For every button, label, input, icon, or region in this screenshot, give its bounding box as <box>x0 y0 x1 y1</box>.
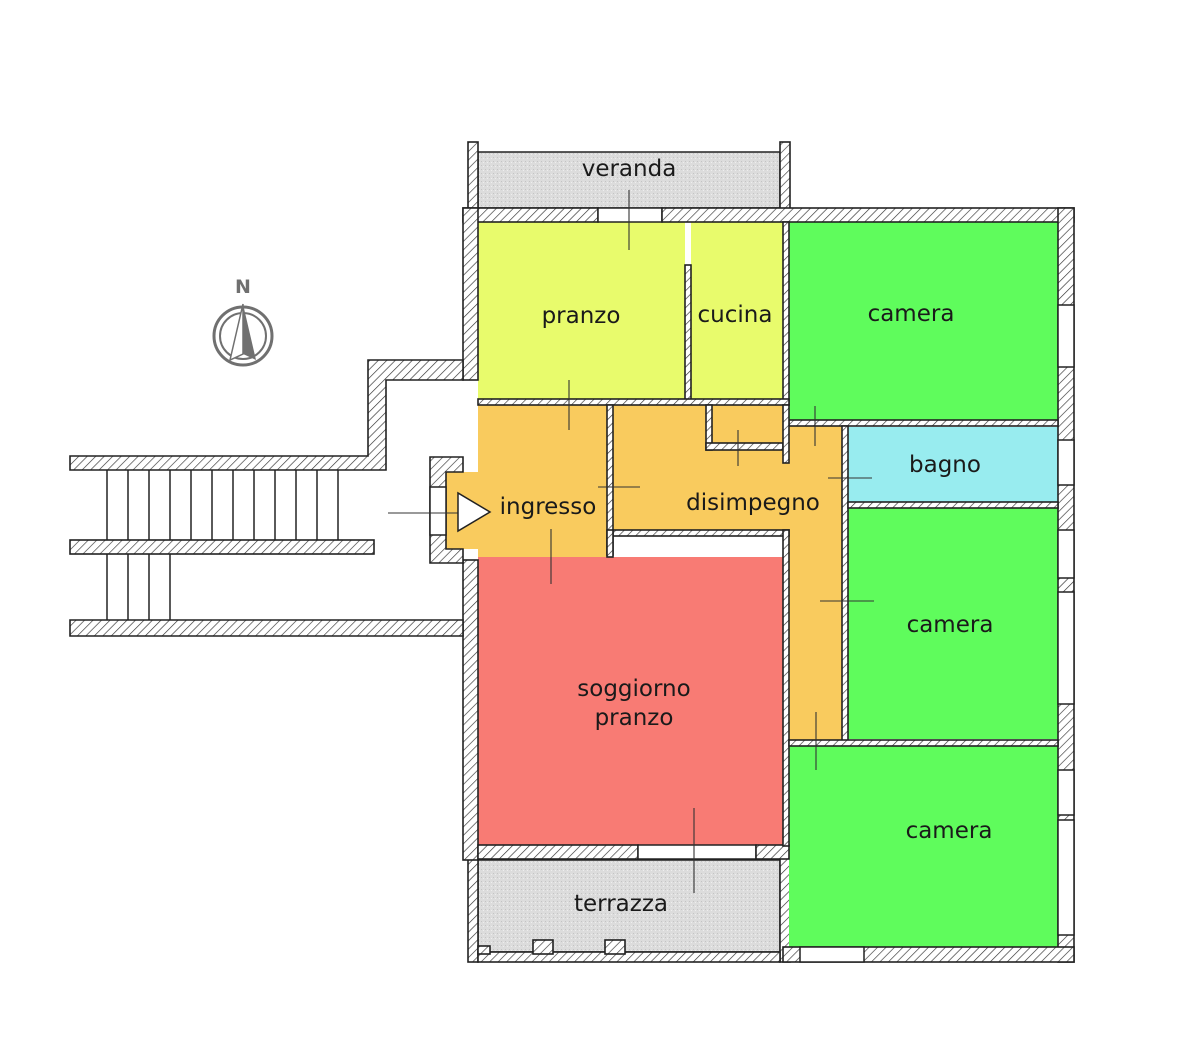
room-fills <box>446 222 1058 947</box>
soggiorno-room <box>478 557 783 845</box>
disimpegno-lower <box>789 426 842 741</box>
label-bagno: bagno <box>909 452 981 478</box>
camera-middle-room <box>848 508 1058 739</box>
room-labels: veranda pranzo cucina camera bagno ingre… <box>500 156 994 917</box>
label-camera-middle: camera <box>907 612 994 638</box>
label-camera-bottom: camera <box>906 818 993 844</box>
ingresso-room <box>446 405 607 557</box>
stair-steps <box>106 470 339 620</box>
door-markers <box>388 190 874 893</box>
label-cucina: cucina <box>698 302 773 328</box>
compass-letter: N <box>235 276 251 298</box>
compass: N <box>212 276 274 367</box>
label-soggiorno-line2: pranzo <box>595 705 674 731</box>
entrance-arrow-icon <box>457 491 492 533</box>
north-arrow-icon <box>212 303 274 367</box>
label-terrazza: terrazza <box>574 891 668 917</box>
terrazza-area <box>467 845 791 963</box>
label-ingresso: ingresso <box>500 494 597 520</box>
camera-top-room <box>789 222 1058 420</box>
pranzo-room <box>478 222 685 402</box>
walls <box>429 207 1075 963</box>
label-disimpegno: disimpegno <box>686 490 820 516</box>
label-soggiorno-line1: soggiorno <box>577 676 690 702</box>
camera-bottom-room <box>789 746 1058 947</box>
bagno-room <box>848 427 1058 502</box>
label-pranzo: pranzo <box>542 303 621 329</box>
disimpegno-room <box>613 405 842 741</box>
stairs <box>69 359 464 637</box>
label-veranda: veranda <box>582 156 677 182</box>
cucina-room <box>691 222 783 402</box>
closet <box>712 405 783 443</box>
label-camera-top: camera <box>868 301 955 327</box>
